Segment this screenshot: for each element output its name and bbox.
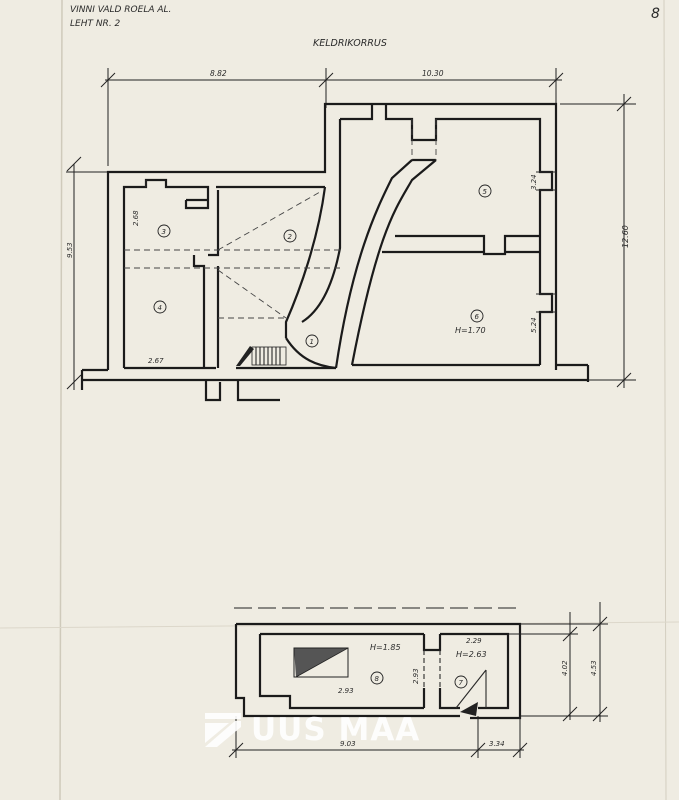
page-number: 8 [651,6,660,22]
header-line-2: LEHT NR. 2 [70,19,121,29]
dim-left-height: 9.53 [66,242,74,258]
room-6-marker: 6 [470,309,484,323]
header-line-1: VINNI VALD ROELA AL. [70,5,171,15]
dimension-left [66,156,108,390]
dim-top-right: 10.30 [422,69,444,78]
dim-top-left: 8.82 [210,69,227,78]
dim-annex-room7-width: 2.29 [466,637,482,645]
room-7-height: H=2.63 [456,650,487,659]
watermark-text: UUS MAA [251,712,421,748]
room-1-number: 1 [310,338,314,346]
room-3-marker: 3 [157,224,171,238]
room-6-height: H=1.70 [455,326,486,335]
dim-annex-right-outer: 4.53 [590,660,598,676]
room-7-number: 7 [459,679,464,687]
dim-annex-bottom-right: 3.34 [489,740,505,748]
dashed-lines [124,119,437,319]
room-4-marker: 4 [153,300,167,314]
room-4-number: 4 [158,304,162,312]
plan-title: KELDRIKORRUS [313,38,387,49]
dim-room4-width: 2.67 [148,357,164,365]
room-2-number: 2 [288,233,293,241]
annex-walls [234,622,522,720]
room-8-marker: 8 [370,671,384,685]
room-6-number: 6 [475,313,480,321]
dim-room5-side: 3.24 [530,174,538,190]
dim-annex-bottom-left: 9.03 [340,740,356,748]
room-5-marker: 5 [478,184,492,198]
watermark-logo: UUS MAA [205,712,420,748]
room-8-height: H=1.85 [370,643,401,652]
paper-right-edge [663,0,667,800]
interior-walls [184,119,540,370]
dim-annex-room8-width: 2.93 [338,687,354,695]
hatched-block [293,647,349,678]
room-1-marker: 1 [305,334,319,348]
dimension-right [560,94,636,388]
room-5-number: 5 [483,188,488,196]
dim-room3-side: 2.68 [132,210,140,226]
room-8-number: 8 [375,675,380,683]
dimension-top [100,68,564,166]
dim-annex-room8-side: 2.93 [412,668,420,684]
watermark-mark-icon [205,713,241,747]
dim-right-total: 12.60 [621,225,630,248]
room-2-marker: 2 [283,229,297,243]
room-7-marker: 7 [454,675,468,689]
paper-left-fold [59,0,63,800]
room-3-number: 3 [162,228,166,236]
dim-annex-right-inner: 4.02 [561,660,569,676]
dim-room6-side: 5.24 [530,317,538,333]
stairs [236,346,287,366]
main-plan: 8.82 10.30 12.60 9.53 [66,68,636,402]
